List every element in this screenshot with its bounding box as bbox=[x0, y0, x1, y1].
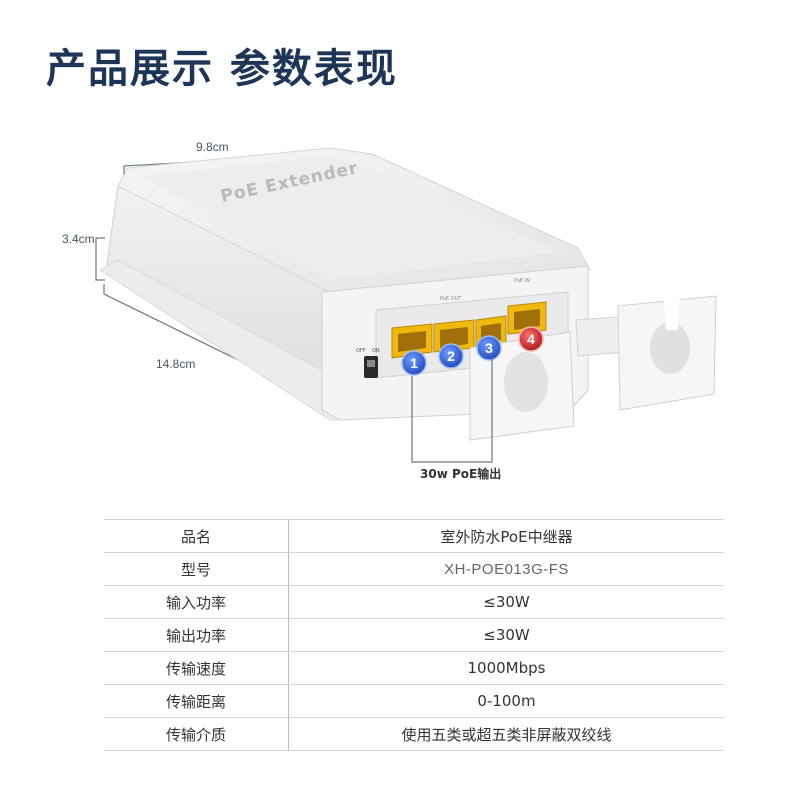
port-badge-2-number: 2 bbox=[447, 348, 455, 364]
spec-value: 使用五类或超五类非屏蔽双绞线 bbox=[288, 717, 724, 751]
ethernet-port-2 bbox=[433, 319, 475, 353]
callout-label: 30w PoE输出 bbox=[420, 466, 501, 481]
spec-key: 品名 bbox=[104, 519, 289, 553]
table-row: 传输距离 0-100m bbox=[104, 684, 724, 718]
spec-key: 输出功率 bbox=[104, 618, 289, 652]
port-badge-1: 1 bbox=[401, 350, 427, 376]
dip-switch bbox=[364, 356, 378, 378]
ethernet-port-1 bbox=[391, 323, 433, 359]
page-title: 产品展示 参数表现 bbox=[46, 46, 398, 92]
callout-bracket bbox=[411, 358, 493, 463]
spec-key: 传输介质 bbox=[104, 717, 289, 751]
spec-key: 型号 bbox=[104, 552, 289, 586]
switch-off-label: OFF bbox=[356, 348, 366, 354]
table-row: 输入功率 ≤30W bbox=[104, 585, 724, 619]
port-badge-3-number: 3 bbox=[485, 340, 493, 356]
spec-key: 输入功率 bbox=[104, 585, 289, 619]
cable-gland-cover bbox=[469, 294, 717, 441]
spec-key: 传输速度 bbox=[104, 651, 289, 685]
port-badge-4-number: 4 bbox=[527, 331, 535, 347]
spec-value: ≤30W bbox=[288, 585, 724, 619]
port-group-out-label: PoE OUT bbox=[440, 296, 462, 302]
table-row: 传输介质 使用五类或超五类非屏蔽双绞线 bbox=[104, 717, 724, 751]
spec-table: 品名 室外防水PoE中继器 型号 XH-POE013G-FS 输入功率 ≤30W… bbox=[104, 519, 724, 751]
height-label: 3.4cm bbox=[62, 232, 95, 246]
table-row: 型号 XH-POE013G-FS bbox=[104, 552, 724, 586]
spec-key: 传输距离 bbox=[104, 684, 289, 718]
port-badge-2: 2 bbox=[438, 343, 464, 369]
spec-value: 室外防水PoE中继器 bbox=[288, 519, 724, 553]
port-badge-3: 3 bbox=[476, 335, 502, 361]
length-label: 14.8cm bbox=[156, 357, 195, 371]
switch-on-label: ON bbox=[372, 348, 380, 354]
width-label: 9.8cm bbox=[196, 140, 229, 154]
spec-value: 1000Mbps bbox=[288, 651, 724, 685]
ethernet-port-4 bbox=[507, 301, 547, 335]
spec-value: XH-POE013G-FS bbox=[288, 552, 724, 586]
table-row: 传输速度 1000Mbps bbox=[104, 651, 724, 685]
port-group-in-label: PoE IN bbox=[514, 278, 530, 284]
product-figure: 9.8cm 3.4cm 14.8cm PoE Extender PoE OUT … bbox=[62, 140, 717, 481]
ethernet-ports bbox=[391, 301, 547, 359]
spec-value: ≤30W bbox=[288, 618, 724, 652]
spec-value: 0-100m bbox=[288, 684, 724, 718]
table-row: 品名 室外防水PoE中继器 bbox=[104, 519, 724, 553]
port-badge-1-number: 1 bbox=[410, 355, 418, 371]
table-row: 输出功率 ≤30W bbox=[104, 618, 724, 652]
port-badges: 1 2 3 4 bbox=[401, 326, 544, 376]
port-badge-4: 4 bbox=[518, 326, 544, 352]
